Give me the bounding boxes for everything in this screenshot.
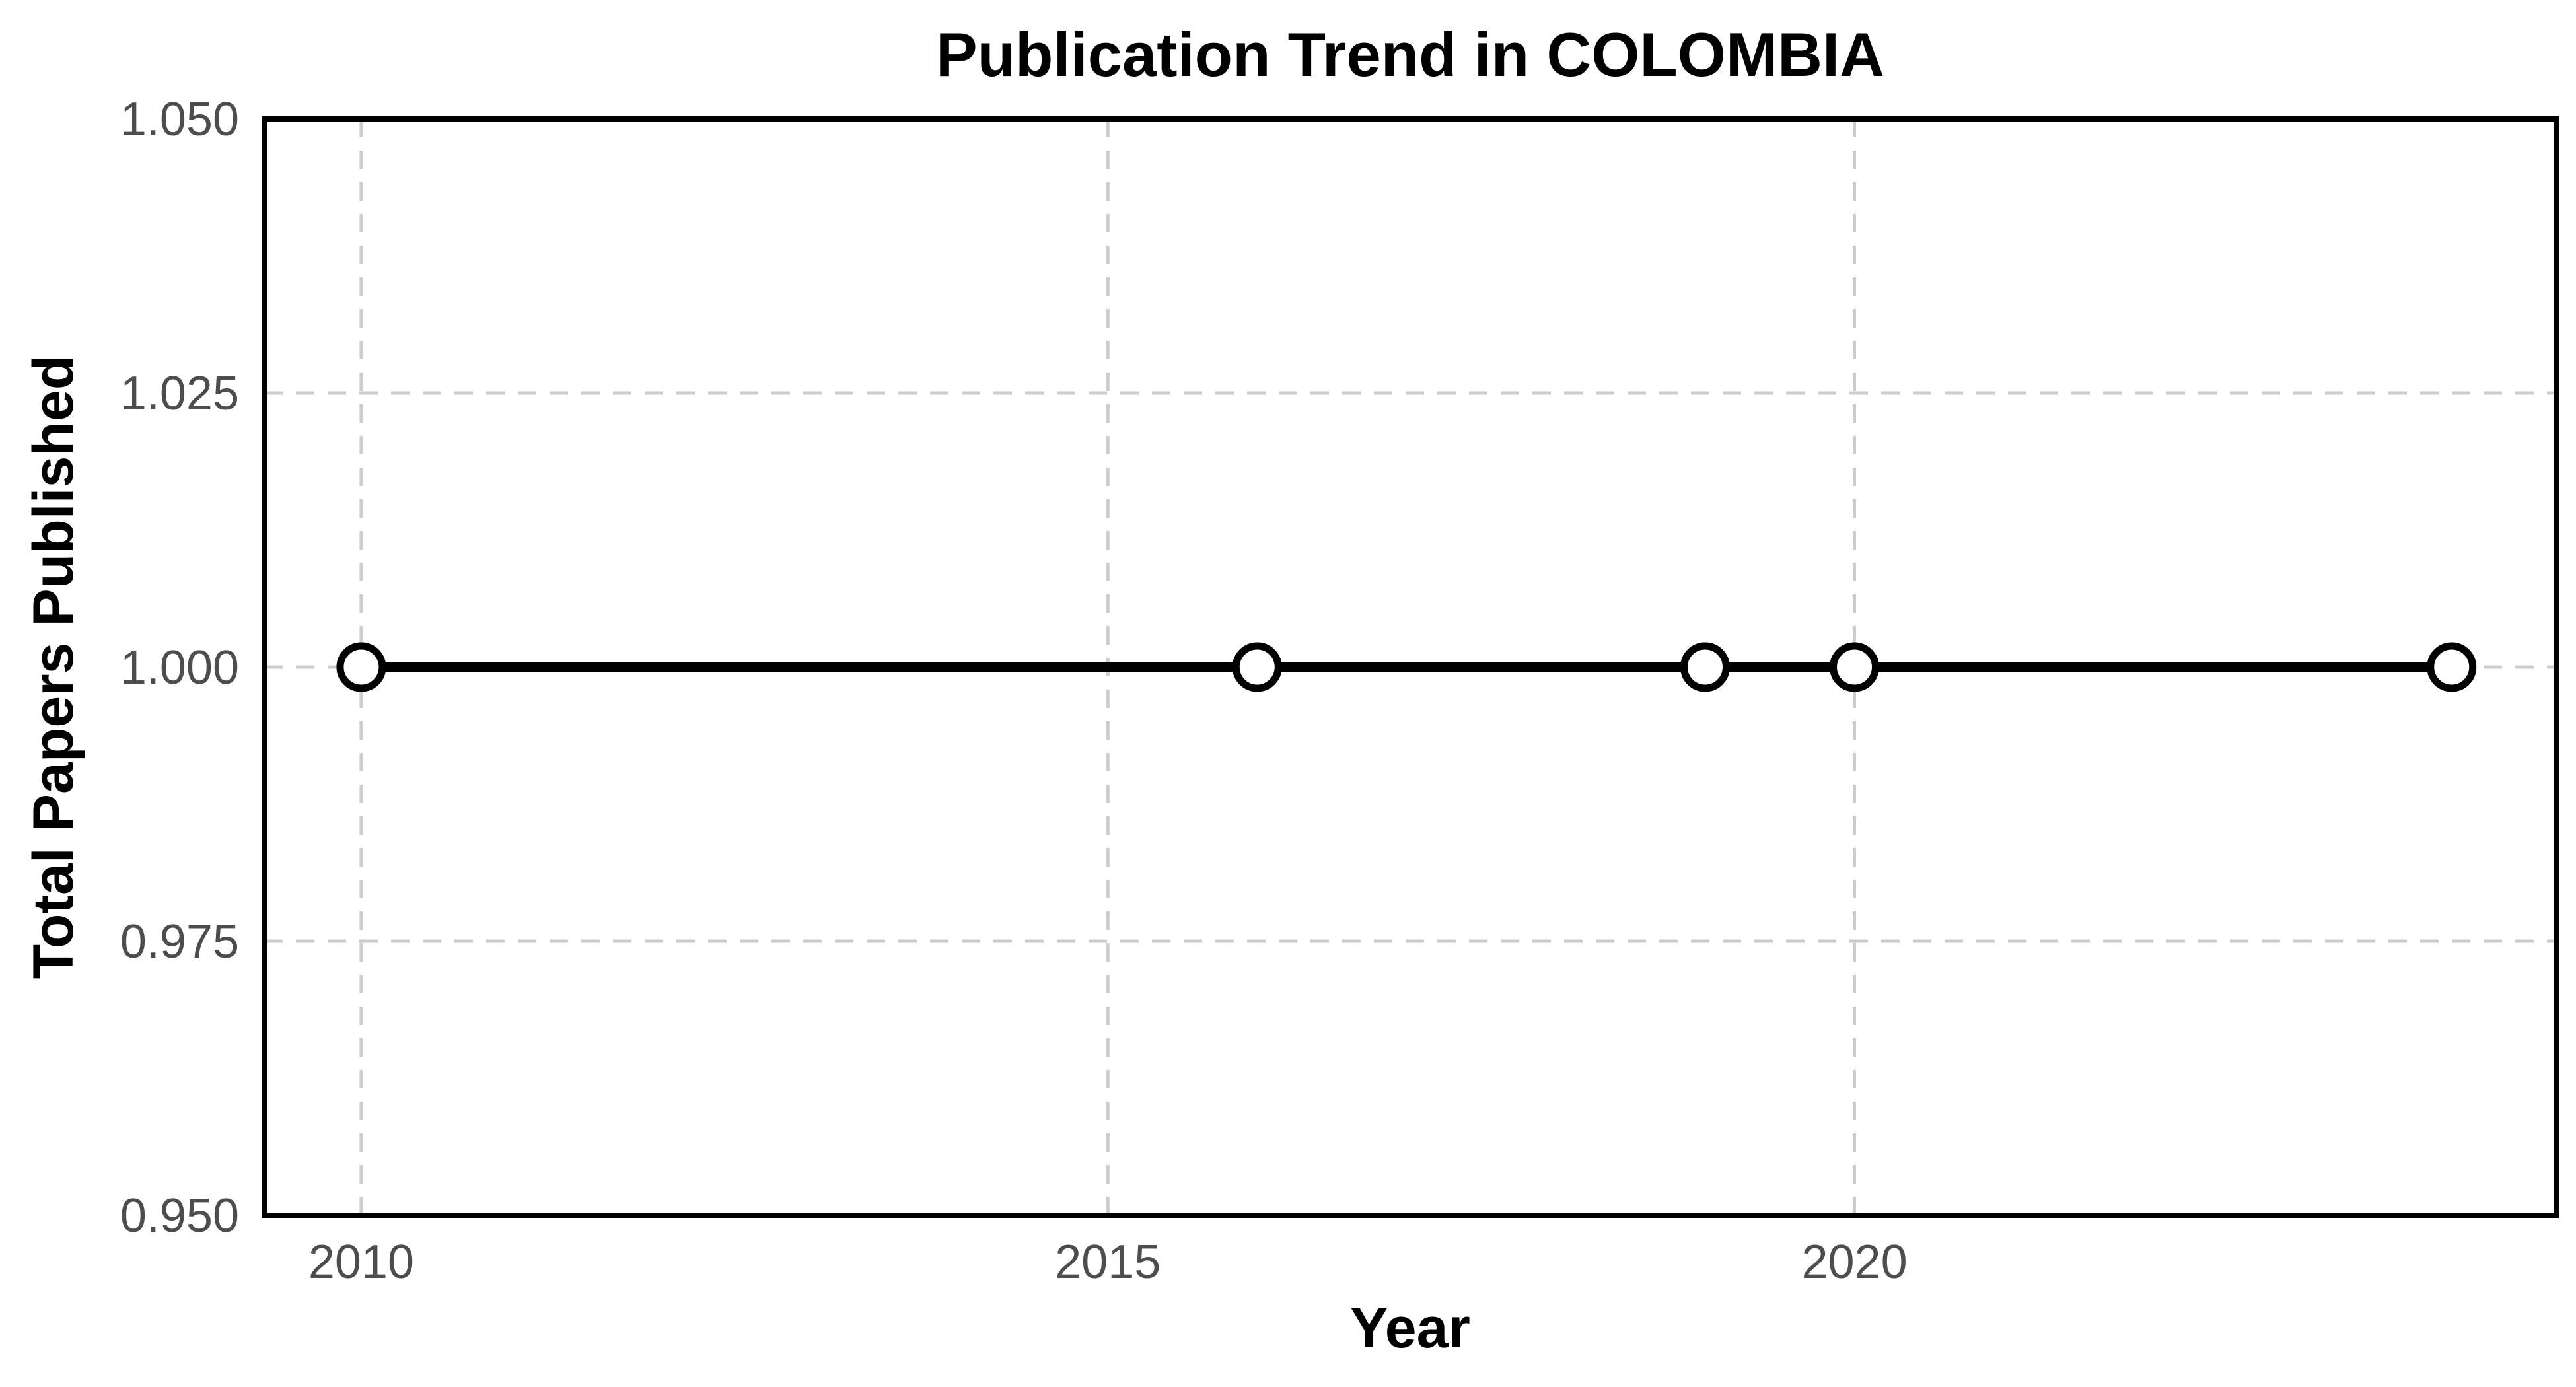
x-tick-labels: 2010 2015 2020 xyxy=(308,1236,1908,1289)
x-tick-label: 2020 xyxy=(1801,1236,1907,1289)
y-tick-label: 1.000 xyxy=(120,641,239,694)
y-axis-label: Total Papers Published xyxy=(22,355,85,979)
data-point-2016 xyxy=(1232,642,1282,692)
y-tick-label: 1.025 xyxy=(120,367,239,420)
data-point-2010 xyxy=(336,642,386,692)
x-tick-label: 2015 xyxy=(1055,1236,1161,1289)
y-tick-label: 0.950 xyxy=(120,1190,239,1242)
y-tick-label: 1.050 xyxy=(120,93,239,146)
chart-title: Publication Trend in COLOMBIA xyxy=(936,20,1884,89)
plot-frame xyxy=(262,116,2559,1218)
data-point-2020 xyxy=(1830,642,1880,692)
x-axis-label: Year xyxy=(1350,1297,1470,1360)
y-tick-labels: 0.950 0.975 1.000 1.025 1.050 xyxy=(120,93,239,1242)
marker-layer xyxy=(336,642,2477,692)
x-tick-label: 2010 xyxy=(308,1236,414,1289)
y-tick-label: 0.975 xyxy=(120,915,239,968)
data-point-2019 xyxy=(1680,642,1730,692)
data-point-2024 xyxy=(2427,642,2477,692)
